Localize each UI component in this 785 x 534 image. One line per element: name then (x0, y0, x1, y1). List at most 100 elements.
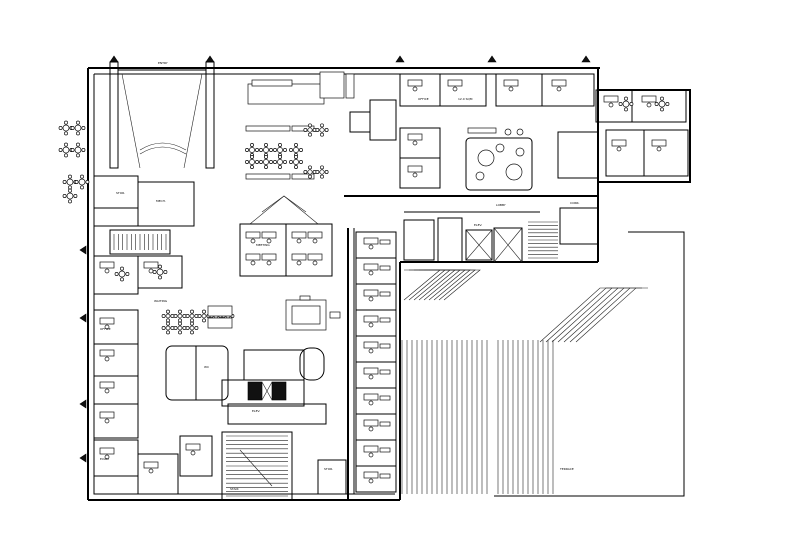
chair (68, 174, 72, 179)
chair (245, 148, 249, 152)
chair (303, 128, 308, 132)
chair (173, 326, 178, 330)
round-table (177, 313, 183, 319)
desk (363, 289, 379, 297)
chair (68, 185, 72, 190)
chair (296, 260, 302, 266)
desk (407, 133, 423, 141)
chair (278, 165, 282, 169)
chair (68, 188, 72, 193)
chair (320, 132, 324, 137)
round-table (249, 147, 255, 153)
chair (296, 238, 302, 244)
north-label: ENTRY (158, 61, 168, 65)
entrance-pylons (79, 55, 591, 463)
desk (307, 253, 323, 261)
reception (245, 71, 355, 180)
chair (64, 142, 68, 147)
round-table (118, 270, 126, 278)
chair (80, 174, 84, 179)
chair (616, 146, 622, 152)
chair (185, 314, 190, 318)
round-table (307, 169, 313, 175)
chair (368, 426, 374, 432)
chair (660, 96, 664, 101)
desk (363, 445, 379, 453)
chair (273, 148, 277, 152)
desk (143, 461, 159, 469)
desk (363, 393, 379, 401)
chair (608, 102, 614, 108)
chair (197, 314, 202, 318)
desk (363, 471, 379, 479)
nw-room2-label: MECH. (156, 199, 166, 203)
west-office-label: OFFICE (100, 327, 111, 331)
east-office-room (355, 231, 397, 259)
chair (81, 126, 86, 130)
chair (278, 155, 282, 159)
nw-rooms: STOR. MECH. (93, 175, 195, 255)
round-table (307, 127, 313, 133)
west-exam-label: EXAM (100, 457, 109, 461)
chair (412, 172, 418, 178)
chair (170, 326, 175, 330)
chair (312, 260, 318, 266)
chair (104, 388, 110, 394)
chair (308, 165, 312, 170)
round-table (189, 313, 195, 319)
chair (173, 314, 178, 318)
chair (178, 330, 182, 335)
chair (412, 140, 418, 146)
east-office-room (355, 387, 397, 415)
round-table (189, 325, 195, 331)
chair (85, 180, 90, 184)
round-table (263, 159, 269, 165)
chair (178, 309, 182, 314)
desk (291, 231, 307, 239)
chair (158, 264, 162, 269)
chair (190, 450, 196, 456)
chair (508, 86, 514, 92)
chair (202, 318, 206, 323)
chair (368, 296, 374, 302)
chair (114, 272, 119, 276)
chair (166, 321, 170, 326)
cabinet (379, 317, 391, 323)
chair (190, 321, 194, 326)
chair (68, 199, 72, 204)
chair (194, 326, 199, 330)
chair (64, 131, 68, 136)
chair (308, 123, 312, 128)
east-office-room (355, 361, 397, 389)
round-table (74, 146, 82, 154)
round-table (156, 268, 164, 276)
chair (166, 330, 170, 335)
core-elev-label: ELEV. (474, 223, 482, 227)
chair (368, 348, 374, 354)
chair (312, 238, 318, 244)
round-table (165, 313, 171, 319)
chair (70, 126, 75, 130)
round-table (66, 192, 74, 200)
chair (264, 143, 268, 147)
chair (646, 102, 652, 108)
desk (447, 79, 463, 87)
cabinet (379, 447, 391, 453)
round-table (177, 325, 183, 331)
chair (308, 174, 312, 179)
terrace-step (423, 269, 461, 301)
round-table (293, 159, 299, 165)
chair (255, 160, 259, 164)
chair (152, 270, 157, 274)
round-table (658, 100, 666, 108)
chair (299, 160, 303, 164)
chair (74, 180, 79, 184)
round-table (62, 146, 70, 154)
desk (363, 315, 379, 323)
chair (250, 155, 254, 159)
chair (125, 272, 130, 276)
desk (99, 411, 115, 419)
cabinet (379, 395, 391, 401)
waiting-area: WAITING (154, 299, 235, 335)
